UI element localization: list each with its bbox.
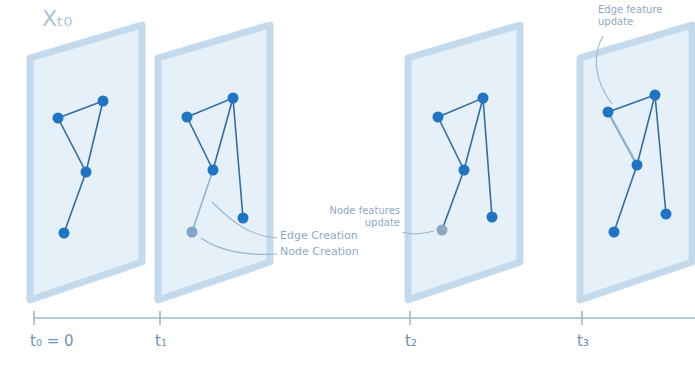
change-annotation: Edge feature update <box>598 4 676 27</box>
graph-node <box>53 113 64 124</box>
graph-edge <box>187 98 243 218</box>
time-tick <box>409 311 411 325</box>
timeline <box>34 311 695 325</box>
graph-node <box>59 228 70 239</box>
graph-node <box>459 165 470 176</box>
graph-node <box>98 96 109 107</box>
updated-node <box>437 225 448 236</box>
graph-node <box>208 165 219 176</box>
state-symbol: Xₜ₀ <box>42 6 72 31</box>
leader-line <box>201 238 277 254</box>
leader-line <box>596 36 612 104</box>
created-edge <box>192 170 213 232</box>
time-label: t₂ <box>405 333 417 350</box>
change-annotation: Node features update <box>312 205 400 228</box>
time-panels <box>30 25 692 300</box>
graph-node <box>433 112 444 123</box>
change-annotation: Edge Creation <box>280 230 358 243</box>
graph-edges <box>58 95 666 233</box>
time-axis <box>34 317 695 319</box>
graph-node <box>478 93 489 104</box>
updated-edge <box>608 112 637 165</box>
graph-node <box>609 227 620 238</box>
graph-panel <box>158 25 270 300</box>
graph-edge <box>438 98 492 230</box>
created-node <box>187 227 198 238</box>
leader-lines <box>201 36 612 254</box>
graph-node <box>182 112 193 123</box>
time-label: t₃ <box>577 333 589 350</box>
leader-line <box>402 231 434 234</box>
graph-edge <box>608 95 666 232</box>
change-annotation: Node Creation <box>280 246 359 259</box>
graph-node <box>632 160 643 171</box>
graph-panel <box>30 25 142 300</box>
graph-node <box>650 90 661 101</box>
graph-node <box>228 93 239 104</box>
graph-nodes <box>53 90 672 239</box>
time-tick <box>33 311 35 325</box>
graph-panel <box>408 25 520 300</box>
graph-node <box>661 209 672 220</box>
leader-line <box>212 202 277 238</box>
graph-node <box>487 212 498 223</box>
time-label: t₁ <box>155 333 167 350</box>
graph-panel <box>580 25 692 300</box>
graph-node <box>603 107 614 118</box>
time-tick <box>581 311 583 325</box>
graph-node <box>81 167 92 178</box>
time-label: t₀ = 0 <box>30 333 74 350</box>
graph-node <box>238 213 249 224</box>
time-tick <box>159 311 161 325</box>
graph-edge <box>58 101 103 233</box>
